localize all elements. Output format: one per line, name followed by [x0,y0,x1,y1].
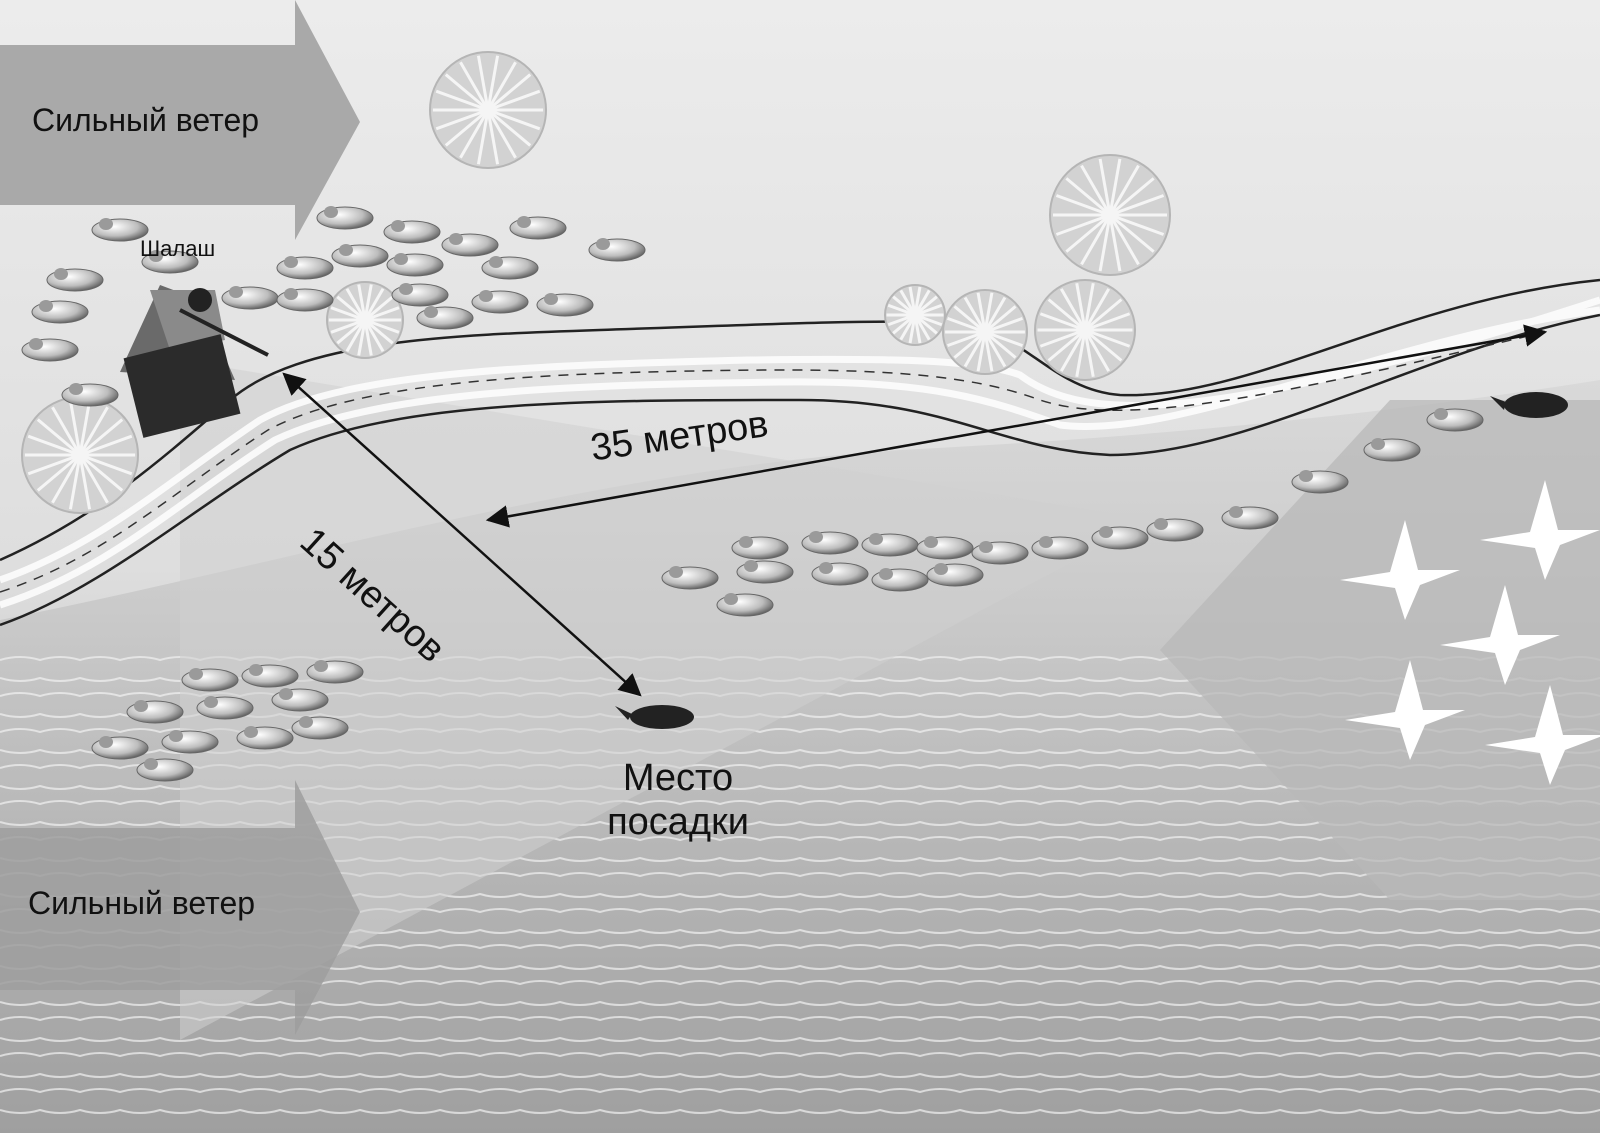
wind-label-bottom: Сильный ветер [28,885,255,922]
tree-icon [22,397,138,513]
wind-label-top: Сильный ветер [32,102,259,139]
hut-label: Шалаш [140,236,215,262]
decoy-duck-icon [630,705,694,729]
tree-icon [1050,155,1170,275]
decoy-duck-icon [1504,392,1568,418]
landing-label-line1: Место [583,756,773,800]
tree-icon [327,282,403,358]
tree-icon [430,52,546,168]
tree-icon [885,285,945,345]
landing-label: Место посадки [583,756,773,844]
hunter-head [188,288,212,312]
landing-label-line2: посадки [583,800,773,844]
tree-icon [1035,280,1135,380]
tree-icon [943,290,1027,374]
